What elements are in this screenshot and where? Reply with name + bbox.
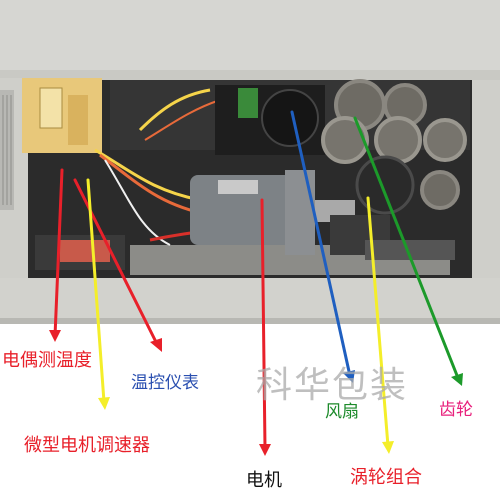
arrow-fan: [290, 110, 352, 378]
annotation-arrows: [49, 110, 463, 456]
arrow-turbine: [366, 196, 390, 448]
brand-watermark: 科华包装: [256, 365, 409, 406]
label-temperature-controller: 温控仪表: [131, 373, 199, 393]
fan-blade: [261, 89, 319, 147]
arrow-motor: [260, 198, 267, 450]
label-speed-controller: 微型电机调速器: [24, 435, 150, 456]
label-turbine-assembly: 涡轮组合: [350, 467, 422, 488]
arrow-gear: [353, 116, 460, 380]
label-thermocouple: 电偶测温度: [2, 350, 92, 371]
cabinet-bottom-panel: [0, 278, 500, 318]
label-fan: 风扇: [325, 402, 359, 422]
turbine-wheel: [355, 155, 415, 215]
arrow-speed-controller: [86, 178, 106, 404]
cabinet-top-panel: [0, 0, 500, 80]
arrow-thermocouple: [53, 168, 64, 338]
label-motor: 电机: [246, 470, 282, 491]
label-gear: 齿轮: [439, 400, 473, 420]
